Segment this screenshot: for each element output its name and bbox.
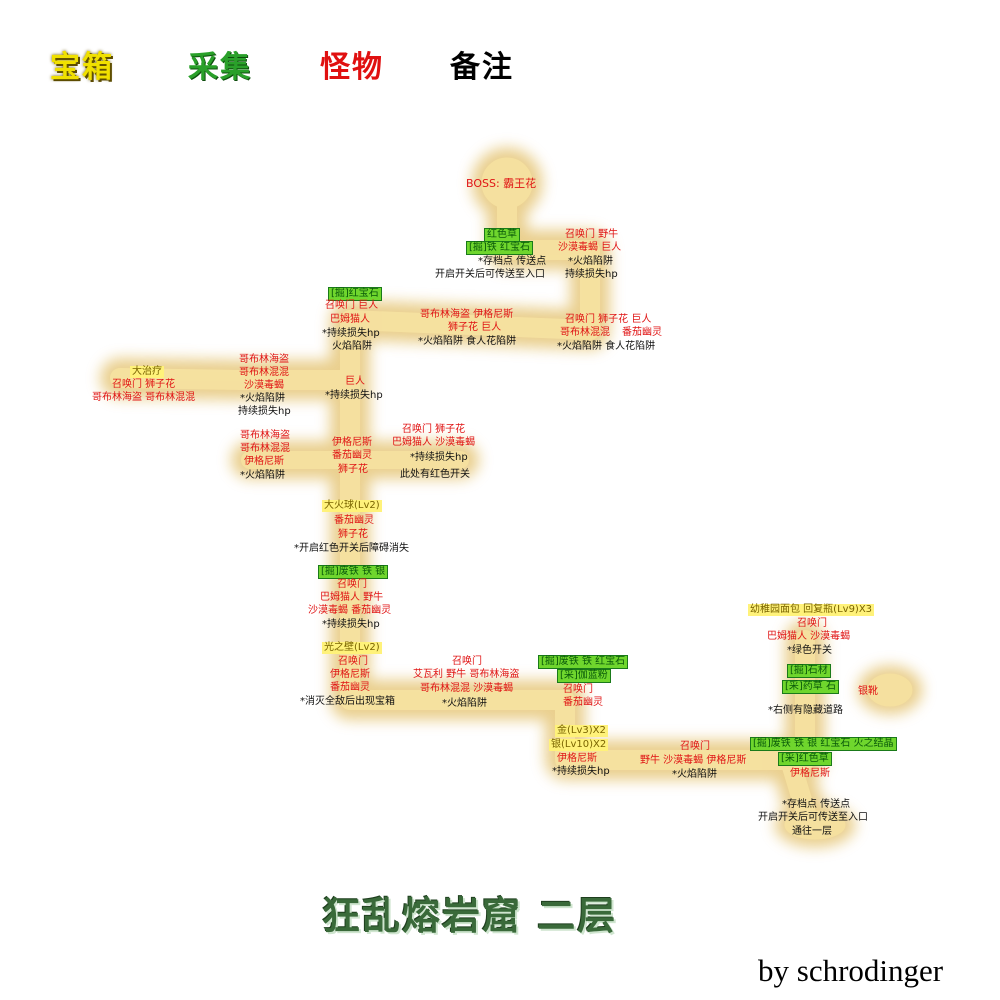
note-label: *消灭全敌后出现宝箱 <box>300 696 395 707</box>
note-label: 持续损失hp <box>238 406 291 417</box>
monster-label: 召唤门 <box>797 618 827 629</box>
monster-label: 哥布林海盗 <box>239 354 289 365</box>
gather-label: 红色草 <box>484 228 520 242</box>
monster-label: 召唤门 狮子花 <box>112 379 176 390</box>
monster-label: 召唤门 <box>338 656 368 667</box>
gather-label: [采]伽蓝粉 <box>557 669 611 683</box>
monster-label: 番茄幽灵 <box>334 515 374 526</box>
gather-label: [掘]石材 <box>787 664 831 678</box>
monster-label: 召唤门 <box>563 684 593 695</box>
monster-label: 召唤门 巨人 <box>325 300 379 311</box>
note-label: *火焰陷阱 <box>672 769 717 780</box>
gather-label: [采]药草 石 <box>782 680 839 694</box>
monster-label: 艾瓦利 野牛 哥布林海盗 <box>413 669 520 680</box>
monster-label: 召唤门 野牛 <box>565 229 619 240</box>
note-label: *绿色开关 <box>787 645 832 656</box>
gather-label: [掘]废铁 铁 红宝石 <box>538 655 629 669</box>
monster-label: 巨人 <box>345 376 365 387</box>
monster-label: 伊格尼斯 <box>332 437 372 448</box>
legend-gather: 采集 <box>188 50 252 85</box>
gather-label: [采]红色草 <box>778 752 832 766</box>
monster-label: 召唤门 <box>680 741 710 752</box>
note-label: *火焰陷阱 <box>240 470 285 481</box>
monster-label: 野牛 沙漠毒蝎 伊格尼斯 <box>640 755 747 766</box>
monster-label: 召唤门 狮子花 巨人 <box>565 314 652 325</box>
legend-treasure: 宝箱 <box>50 50 114 85</box>
map-title: 狂乱熔岩窟 二层 <box>322 893 618 938</box>
note-label: 火焰陷阱 <box>332 341 372 352</box>
note-label: *存档点 传送点 <box>782 799 851 810</box>
note-label: *火焰陷阱 食人花陷阱 <box>557 341 656 352</box>
monster-label: 巴姆猫人 <box>330 314 370 325</box>
monster-label: 伊格尼斯 <box>557 753 597 764</box>
monster-label: 召唤门 狮子花 <box>402 424 466 435</box>
monster-label: 哥布林海盗 <box>240 430 290 441</box>
note-label: *持续损失hp <box>322 328 380 339</box>
note-label: 开启开关后可传送至入口 <box>758 812 868 823</box>
note-label: *持续损失hp <box>322 619 380 630</box>
monster-label: 哥布林混混 <box>560 327 610 338</box>
author-credit: by schrodinger <box>758 953 944 988</box>
note-label: *火焰陷阱 食人花陷阱 <box>418 336 517 347</box>
gather-label: [掘]红宝石 <box>328 287 382 301</box>
monster-label: 狮子花 巨人 <box>448 322 502 333</box>
monster-label: 狮子花 <box>338 464 368 475</box>
note-label: *火焰陷阱 <box>442 698 487 709</box>
treasure-label: 金(Lv3)X2 <box>555 725 608 737</box>
gather-label: [掘]铁 红宝石 <box>466 241 533 255</box>
monster-label: 哥布林混混 <box>240 443 290 454</box>
note-label: *存档点 传送点 <box>478 256 547 267</box>
gather-label: [掘]废铁 铁 银 红宝石 火之结晶 <box>750 737 897 751</box>
monster-label: 番茄幽灵 <box>332 450 372 461</box>
monster-label: 召唤门 <box>452 656 482 667</box>
note-label: *火焰陷阱 <box>240 393 285 404</box>
legend-note: 备注 <box>450 50 514 85</box>
note-label: *右侧有隐藏道路 <box>768 705 843 716</box>
monster-label: 哥布林混混 <box>239 367 289 378</box>
monster-label: 巴姆猫人 沙漠毒蝎 <box>392 437 476 448</box>
note-label: *持续损失hp <box>552 766 610 777</box>
boss-label: BOSS: 霸王花 <box>466 177 537 190</box>
note-label: *火焰陷阱 <box>568 256 613 267</box>
monster-label: 伊格尼斯 <box>330 669 370 680</box>
monster-label: 番茄幽灵 <box>563 697 603 708</box>
monster-label: 哥布林混混 沙漠毒蝎 <box>420 683 514 694</box>
monster-label: 巴姆猫人 沙漠毒蝎 <box>767 631 851 642</box>
monster-label: 哥布林海盗 哥布林混混 <box>92 392 196 403</box>
note-label: 持续损失hp <box>565 269 618 280</box>
note-label: *持续损失hp <box>410 452 468 463</box>
legend-monster: 怪物 <box>320 50 384 85</box>
note-label: 通往一层 <box>792 826 832 837</box>
note-label: 此处有红色开关 <box>400 469 470 480</box>
treasure-label: 大火球(Lv2) <box>322 500 382 512</box>
note-label: 开启开关后可传送至入口 <box>435 269 545 280</box>
monster-label: 伊格尼斯 <box>790 768 830 779</box>
note-label: *持续损失hp <box>325 390 383 401</box>
note-label: *开启红色开关后障碍消失 <box>294 543 409 554</box>
treasure-label: 银(Lv10)X2 <box>549 739 609 751</box>
monster-label: 哥布林海盗 伊格尼斯 <box>420 309 514 320</box>
treasure-label: 光之壁(Lv2) <box>322 642 382 654</box>
monster-label: 沙漠毒蝎 <box>244 380 284 391</box>
treasure-label: 银靴 <box>858 686 878 697</box>
monster-label: 番茄幽灵 <box>622 327 662 338</box>
monster-label: 沙漠毒蝎 番茄幽灵 <box>308 605 392 616</box>
monster-label: 召唤门 <box>337 579 367 590</box>
monster-label: 狮子花 <box>338 529 368 540</box>
treasure-label: 幼稚园面包 回复瓶(Lv9)X3 <box>748 604 875 616</box>
monster-label: 伊格尼斯 <box>244 456 284 467</box>
treasure-label: 大治疗 <box>130 366 164 378</box>
monster-label: 沙漠毒蝎 巨人 <box>558 242 622 253</box>
monster-label: 巴姆猫人 野牛 <box>320 592 384 603</box>
gather-label: [掘]废铁 铁 银 <box>318 565 389 579</box>
monster-label: 番茄幽灵 <box>330 682 370 693</box>
